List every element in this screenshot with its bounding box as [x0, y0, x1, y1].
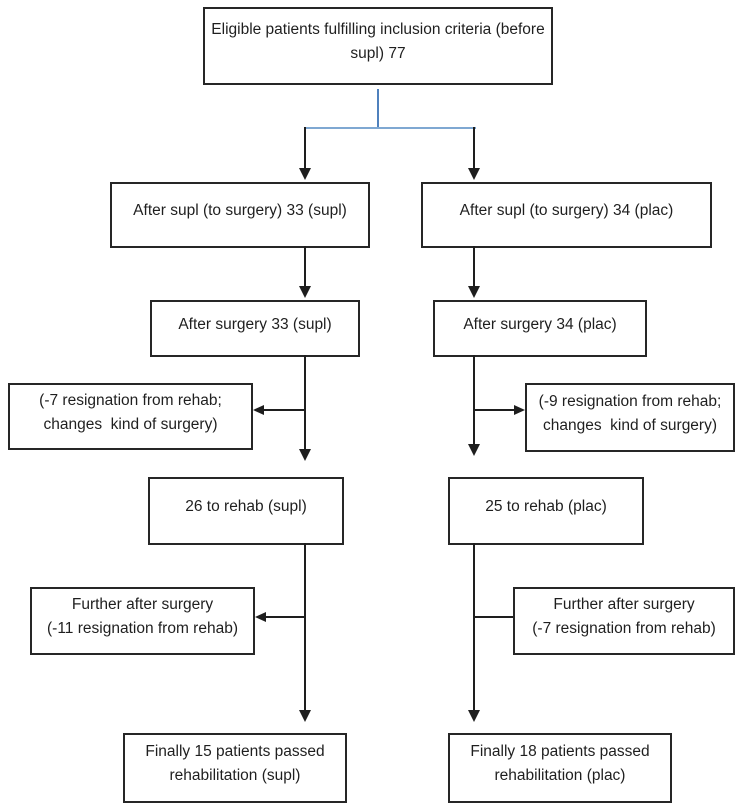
- arrowhead-down: [299, 168, 311, 180]
- box-text-line: (-9 resignation from rehab;: [538, 392, 722, 410]
- box-after-supl-plac: After supl (to surgery) 34 (plac): [421, 182, 712, 248]
- connector-right-exclusion-branch1: [475, 409, 514, 411]
- box-further-exclusion-plac: Further after surgery (-7 resignation fr…: [513, 587, 735, 655]
- box-text-line: (-7 resignation from rehab;: [39, 391, 222, 409]
- connector-left-drop4: [304, 543, 306, 711]
- connector-left-drop2: [304, 246, 306, 287]
- connector-right-drop1: [473, 127, 475, 170]
- box-exclusion-rehab-supl: (-7 resignation from rehab; changes kind…: [8, 383, 253, 450]
- box-text-line: After surgery 34 (plac): [463, 315, 617, 333]
- box-text-line: 25 to rehab (plac): [485, 498, 607, 515]
- connector-left-exclusion-branch2: [266, 616, 305, 618]
- box-after-supl-supl: After supl (to surgery) 33 (supl): [110, 182, 370, 248]
- box-to-rehab-plac: 25 to rehab (plac): [448, 477, 644, 545]
- box-text-line: (-7 resignation from rehab): [532, 620, 716, 637]
- box-text-line: After surgery 33 (supl): [178, 315, 332, 333]
- connector-right-exclusion-branch2: [475, 616, 513, 618]
- connector-left-drop3: [304, 355, 306, 450]
- box-further-exclusion-supl: Further after surgery (-11 resignation f…: [30, 587, 255, 655]
- box-text-line: changes kind of surgery): [43, 415, 218, 433]
- arrowhead-left: [255, 612, 266, 622]
- connector-left-exclusion-branch1: [264, 409, 305, 411]
- arrowhead-down: [468, 168, 480, 180]
- box-text-line: Eligible patients fulfilling inclusion c…: [211, 21, 545, 38]
- arrowhead-down: [299, 710, 311, 722]
- box-text-line: changes kind of surgery): [542, 416, 718, 434]
- connector-right-drop2: [473, 246, 475, 287]
- box-text-line: (-11 resignation from rehab): [47, 620, 238, 637]
- box-exclusion-rehab-plac: (-9 resignation from rehab; changes kind…: [525, 383, 735, 452]
- box-text-line: Finally 18 patients passed: [470, 743, 650, 760]
- connector-distributor: [304, 127, 476, 129]
- arrowhead-down: [468, 710, 480, 722]
- connector-right-drop3: [473, 355, 475, 445]
- box-text-line: After supl (to surgery) 33 (supl): [133, 202, 347, 219]
- box-after-surgery-supl: After surgery 33 (supl): [150, 300, 360, 357]
- box-final-supl: Finally 15 patients passed rehabilitatio…: [123, 733, 347, 803]
- box-text-line: Further after surgery: [71, 596, 214, 613]
- connector-right-drop4: [473, 543, 475, 711]
- arrowhead-left: [253, 405, 264, 415]
- box-text-line: 26 to rehab (supl): [185, 498, 307, 515]
- box-text-line: rehabilitation (supl): [169, 767, 301, 784]
- box-final-plac: Finally 18 patients passed rehabilitatio…: [448, 733, 672, 803]
- box-text-line: After supl (to surgery) 34 (plac): [459, 202, 674, 219]
- box-text-line: Finally 15 patients passed: [145, 743, 325, 760]
- box-text-line: Further after surgery: [553, 596, 695, 613]
- box-eligible-patients: Eligible patients fulfilling inclusion c…: [203, 7, 553, 85]
- arrowhead-down: [299, 286, 311, 298]
- box-to-rehab-supl: 26 to rehab (supl): [148, 477, 344, 545]
- arrowhead-down: [299, 449, 311, 461]
- box-text-line: rehabilitation (plac): [494, 767, 626, 784]
- box-text-line: supl) 77: [350, 45, 406, 62]
- arrowhead-right: [514, 405, 525, 415]
- connector-left-drop1: [304, 127, 306, 170]
- box-after-surgery-plac: After surgery 34 (plac): [433, 300, 647, 357]
- connector-top-vertical: [377, 89, 379, 129]
- arrowhead-down: [468, 444, 480, 456]
- arrowhead-down: [468, 286, 480, 298]
